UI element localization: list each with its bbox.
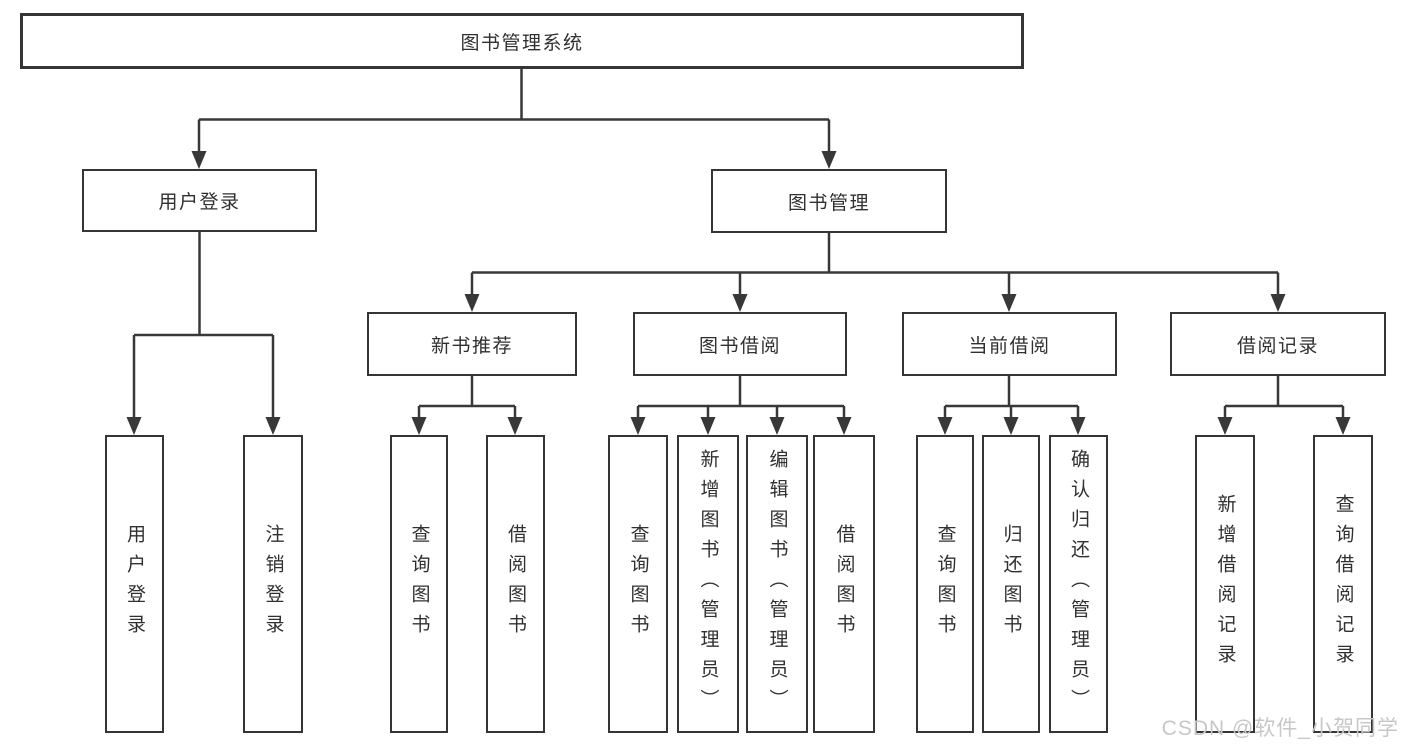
arrow-down-icon [1003,417,1019,435]
leaf-query-books-borrow-label: 查询图书 [627,524,649,644]
arrow-down-icon [769,417,785,435]
leaf-user-login: 用户登录 [105,435,164,733]
arrow-down-icon [821,151,837,169]
leaf-return-books-label: 归还图书 [1000,524,1022,644]
leaf-query-books-current-label: 查询图书 [934,524,956,644]
arrow-down-icon [937,417,953,435]
arrow-down-icon [1001,294,1017,312]
arrow-down-icon [1335,417,1351,435]
arrow-down-icon [411,417,427,435]
leaf-confirm-return-admin-label: 确认归还（管理员） [1068,449,1089,719]
arrow-down-icon [1217,417,1233,435]
arrow-down-icon [732,294,748,312]
leaf-borrow-books-recommend-label: 借阅图书 [505,524,526,644]
leaf-user-login-label: 用户登录 [124,524,145,644]
leaf-edit-books-admin: 编辑图书（管理员） [746,435,808,733]
arrow-down-icon [191,151,207,169]
arrow-down-icon [836,417,852,435]
leaf-add-books-admin: 新增图书（管理员） [677,435,739,733]
leaf-query-books-recommend-label: 查询图书 [408,524,430,644]
leaf-logout: 注销登录 [243,435,303,733]
tree-connector-path [132,69,1345,425]
leaf-borrow-books-recommend: 借阅图书 [486,435,545,733]
leaf-confirm-return-admin: 确认归还（管理员） [1049,435,1108,733]
leaf-add-books-admin-label: 新增图书（管理员） [697,449,719,719]
leaf-query-books-recommend: 查询图书 [390,435,448,733]
leaf-edit-books-admin-label: 编辑图书（管理员） [766,449,788,719]
leaf-return-books: 归还图书 [982,435,1040,733]
leaf-borrow-books: 借阅图书 [813,435,875,733]
arrow-down-icon [1270,294,1286,312]
csdn-watermark: CSDN @软件_小贺同学 [1161,717,1399,740]
arrow-down-icon [126,417,142,435]
arrow-down-icon [630,417,646,435]
leaf-query-books-borrow: 查询图书 [608,435,668,733]
leaf-query-borrow-record-label: 查询借阅记录 [1332,494,1354,674]
arrow-down-icon [265,417,281,435]
arrow-down-icon [464,294,480,312]
leaf-borrow-books-label: 借阅图书 [833,524,855,644]
leaf-query-borrow-record: 查询借阅记录 [1313,435,1373,733]
arrow-down-icon [507,417,523,435]
leaf-logout-label: 注销登录 [262,524,284,644]
leaf-query-books-current: 查询图书 [916,435,974,733]
leaf-add-borrow-record: 新增借阅记录 [1195,435,1255,733]
leaf-add-borrow-record-label: 新增借阅记录 [1214,494,1236,674]
arrow-down-icon [700,417,716,435]
arrow-down-icon [1070,417,1086,435]
